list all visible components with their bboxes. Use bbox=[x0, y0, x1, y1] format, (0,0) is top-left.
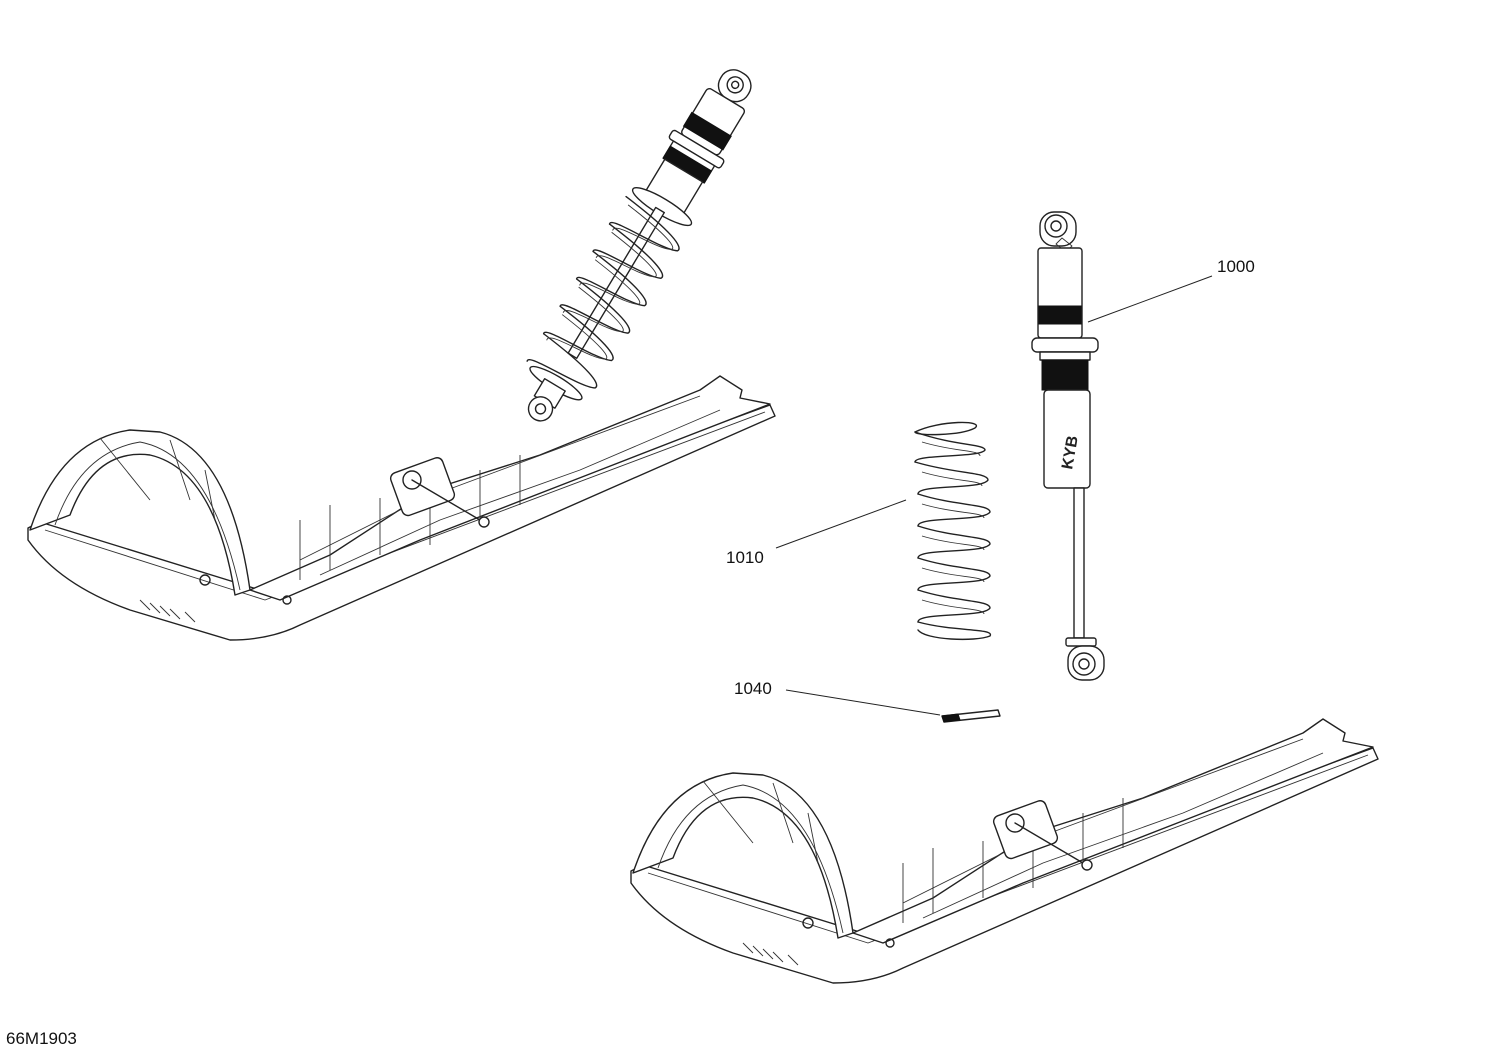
leader-line-1000 bbox=[1087, 275, 1213, 323]
leader-line-1010 bbox=[775, 499, 907, 549]
shock-logo-text: KYB bbox=[1059, 434, 1082, 470]
callout-1010: 1010 bbox=[726, 548, 764, 567]
assembled-spring-coils bbox=[526, 195, 680, 389]
callout-1040: 1040 bbox=[734, 679, 772, 698]
callout-1000: 1000 bbox=[1217, 257, 1255, 276]
shock-absorber-illustration: KYB bbox=[1031, 211, 1105, 681]
clip-illustration bbox=[941, 709, 1001, 723]
leader-line-1040 bbox=[785, 689, 941, 716]
figure-reference: 66M1903 bbox=[6, 1029, 77, 1048]
ski-right-illustration bbox=[630, 718, 1379, 984]
ski-left-illustration bbox=[27, 375, 776, 641]
spring-illustration bbox=[914, 421, 991, 641]
assembled-shock-illustration bbox=[526, 69, 752, 422]
